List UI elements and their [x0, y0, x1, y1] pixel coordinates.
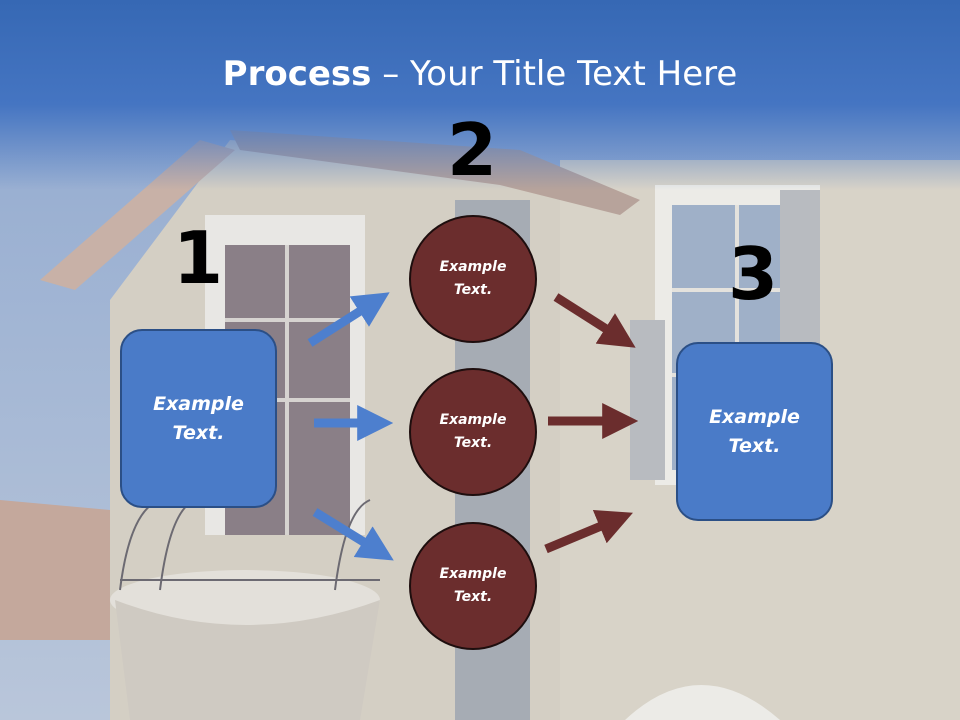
step-2-circle-2: Example Text. — [409, 368, 537, 496]
step-number-1: 1 — [172, 216, 224, 300]
slide-title: Process – Your Title Text Here — [0, 52, 960, 96]
step-number-2: 2 — [446, 108, 498, 192]
step-2-circle-2-text: Example Text. — [439, 412, 507, 451]
step-number-3: 3 — [727, 232, 779, 316]
arrow-2c-to-3 — [544, 510, 633, 554]
arrow-1-to-2a — [307, 292, 390, 347]
step-2-circle-3: Example Text. — [409, 522, 537, 650]
title-dash: – — [371, 54, 411, 94]
title-rest-text: Your Title Text Here — [410, 54, 738, 94]
arrow-1-to-2c — [312, 508, 394, 561]
step-1-box: Example Text. — [120, 329, 277, 508]
step-2-circle-1-text: Example Text. — [439, 259, 507, 298]
step-3-box: Example Text. — [676, 342, 833, 521]
arrow-2a-to-3 — [553, 293, 636, 348]
step-2-circle-1: Example Text. — [409, 215, 537, 343]
step-3-text: Example Text. — [709, 405, 800, 457]
step-1-text: Example Text. — [153, 392, 244, 444]
title-bold-text: Process — [222, 54, 372, 94]
step-2-circle-3-text: Example Text. — [439, 566, 507, 605]
